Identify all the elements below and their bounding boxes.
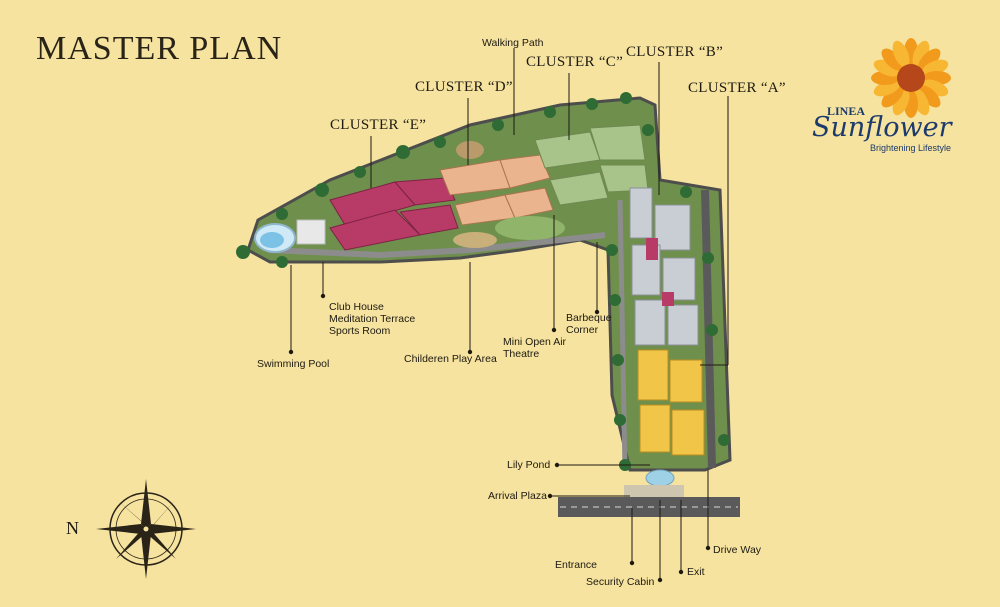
- brand-name: Sunflower: [812, 112, 952, 143]
- lily-pond: [645, 469, 675, 487]
- swimming-pool: [254, 223, 296, 253]
- leader-lines: [290, 48, 729, 580]
- central-garden: [453, 141, 565, 248]
- cluster-e-buildings: [329, 177, 459, 251]
- trees: [236, 92, 730, 471]
- cluster-b-label: CLUSTER “B”: [626, 44, 724, 60]
- walking-path-label: Walking Path: [482, 37, 544, 49]
- exit-label: Exit: [687, 566, 705, 578]
- lily-pond-label: Lily Pond: [507, 459, 551, 471]
- arrival-plaza: [624, 485, 684, 497]
- cluster-e-label: CLUSTER “E”: [330, 117, 427, 133]
- brand-prefix: LINEA: [827, 104, 866, 118]
- cluster-a-buildings: [637, 349, 705, 456]
- entrance-label: Entrance: [555, 559, 598, 571]
- leader-dots: [288, 293, 711, 583]
- cluster-b-buildings: [629, 187, 699, 346]
- cluster-d-label: CLUSTER “D”: [415, 79, 513, 95]
- cluster-c-buildings: [534, 124, 649, 206]
- cluster-c-label: CLUSTER “C”: [526, 54, 624, 70]
- brand-tagline: Brightening Lifestyle: [870, 143, 952, 153]
- page-title: MASTER PLAN: [36, 30, 283, 67]
- club-house-label: Club House Meditation Terrace Sports Roo…: [329, 301, 416, 337]
- barbeque-corner-label: Barbeque Corner: [566, 312, 612, 336]
- arrival-plaza-label: Arrival Plaza: [488, 490, 547, 502]
- sunflower-logo-icon: [871, 38, 951, 118]
- cluster-a-label: CLUSTER “A”: [688, 80, 786, 96]
- north-label: N: [66, 518, 79, 538]
- drive-way-label: Drive Way: [713, 544, 762, 556]
- children-play-area-label: Childeren Play Area: [404, 353, 497, 365]
- cluster-b-accents: [646, 238, 674, 306]
- swimming-pool-label: Swimming Pool: [257, 358, 330, 370]
- club-house: [296, 219, 326, 245]
- compass-rose-icon: [96, 479, 196, 579]
- mini-open-air-theatre-label: Mini Open Air Theatre: [503, 336, 567, 360]
- security-cabin-label: Security Cabin: [586, 576, 655, 588]
- cluster-d-buildings: [439, 154, 554, 226]
